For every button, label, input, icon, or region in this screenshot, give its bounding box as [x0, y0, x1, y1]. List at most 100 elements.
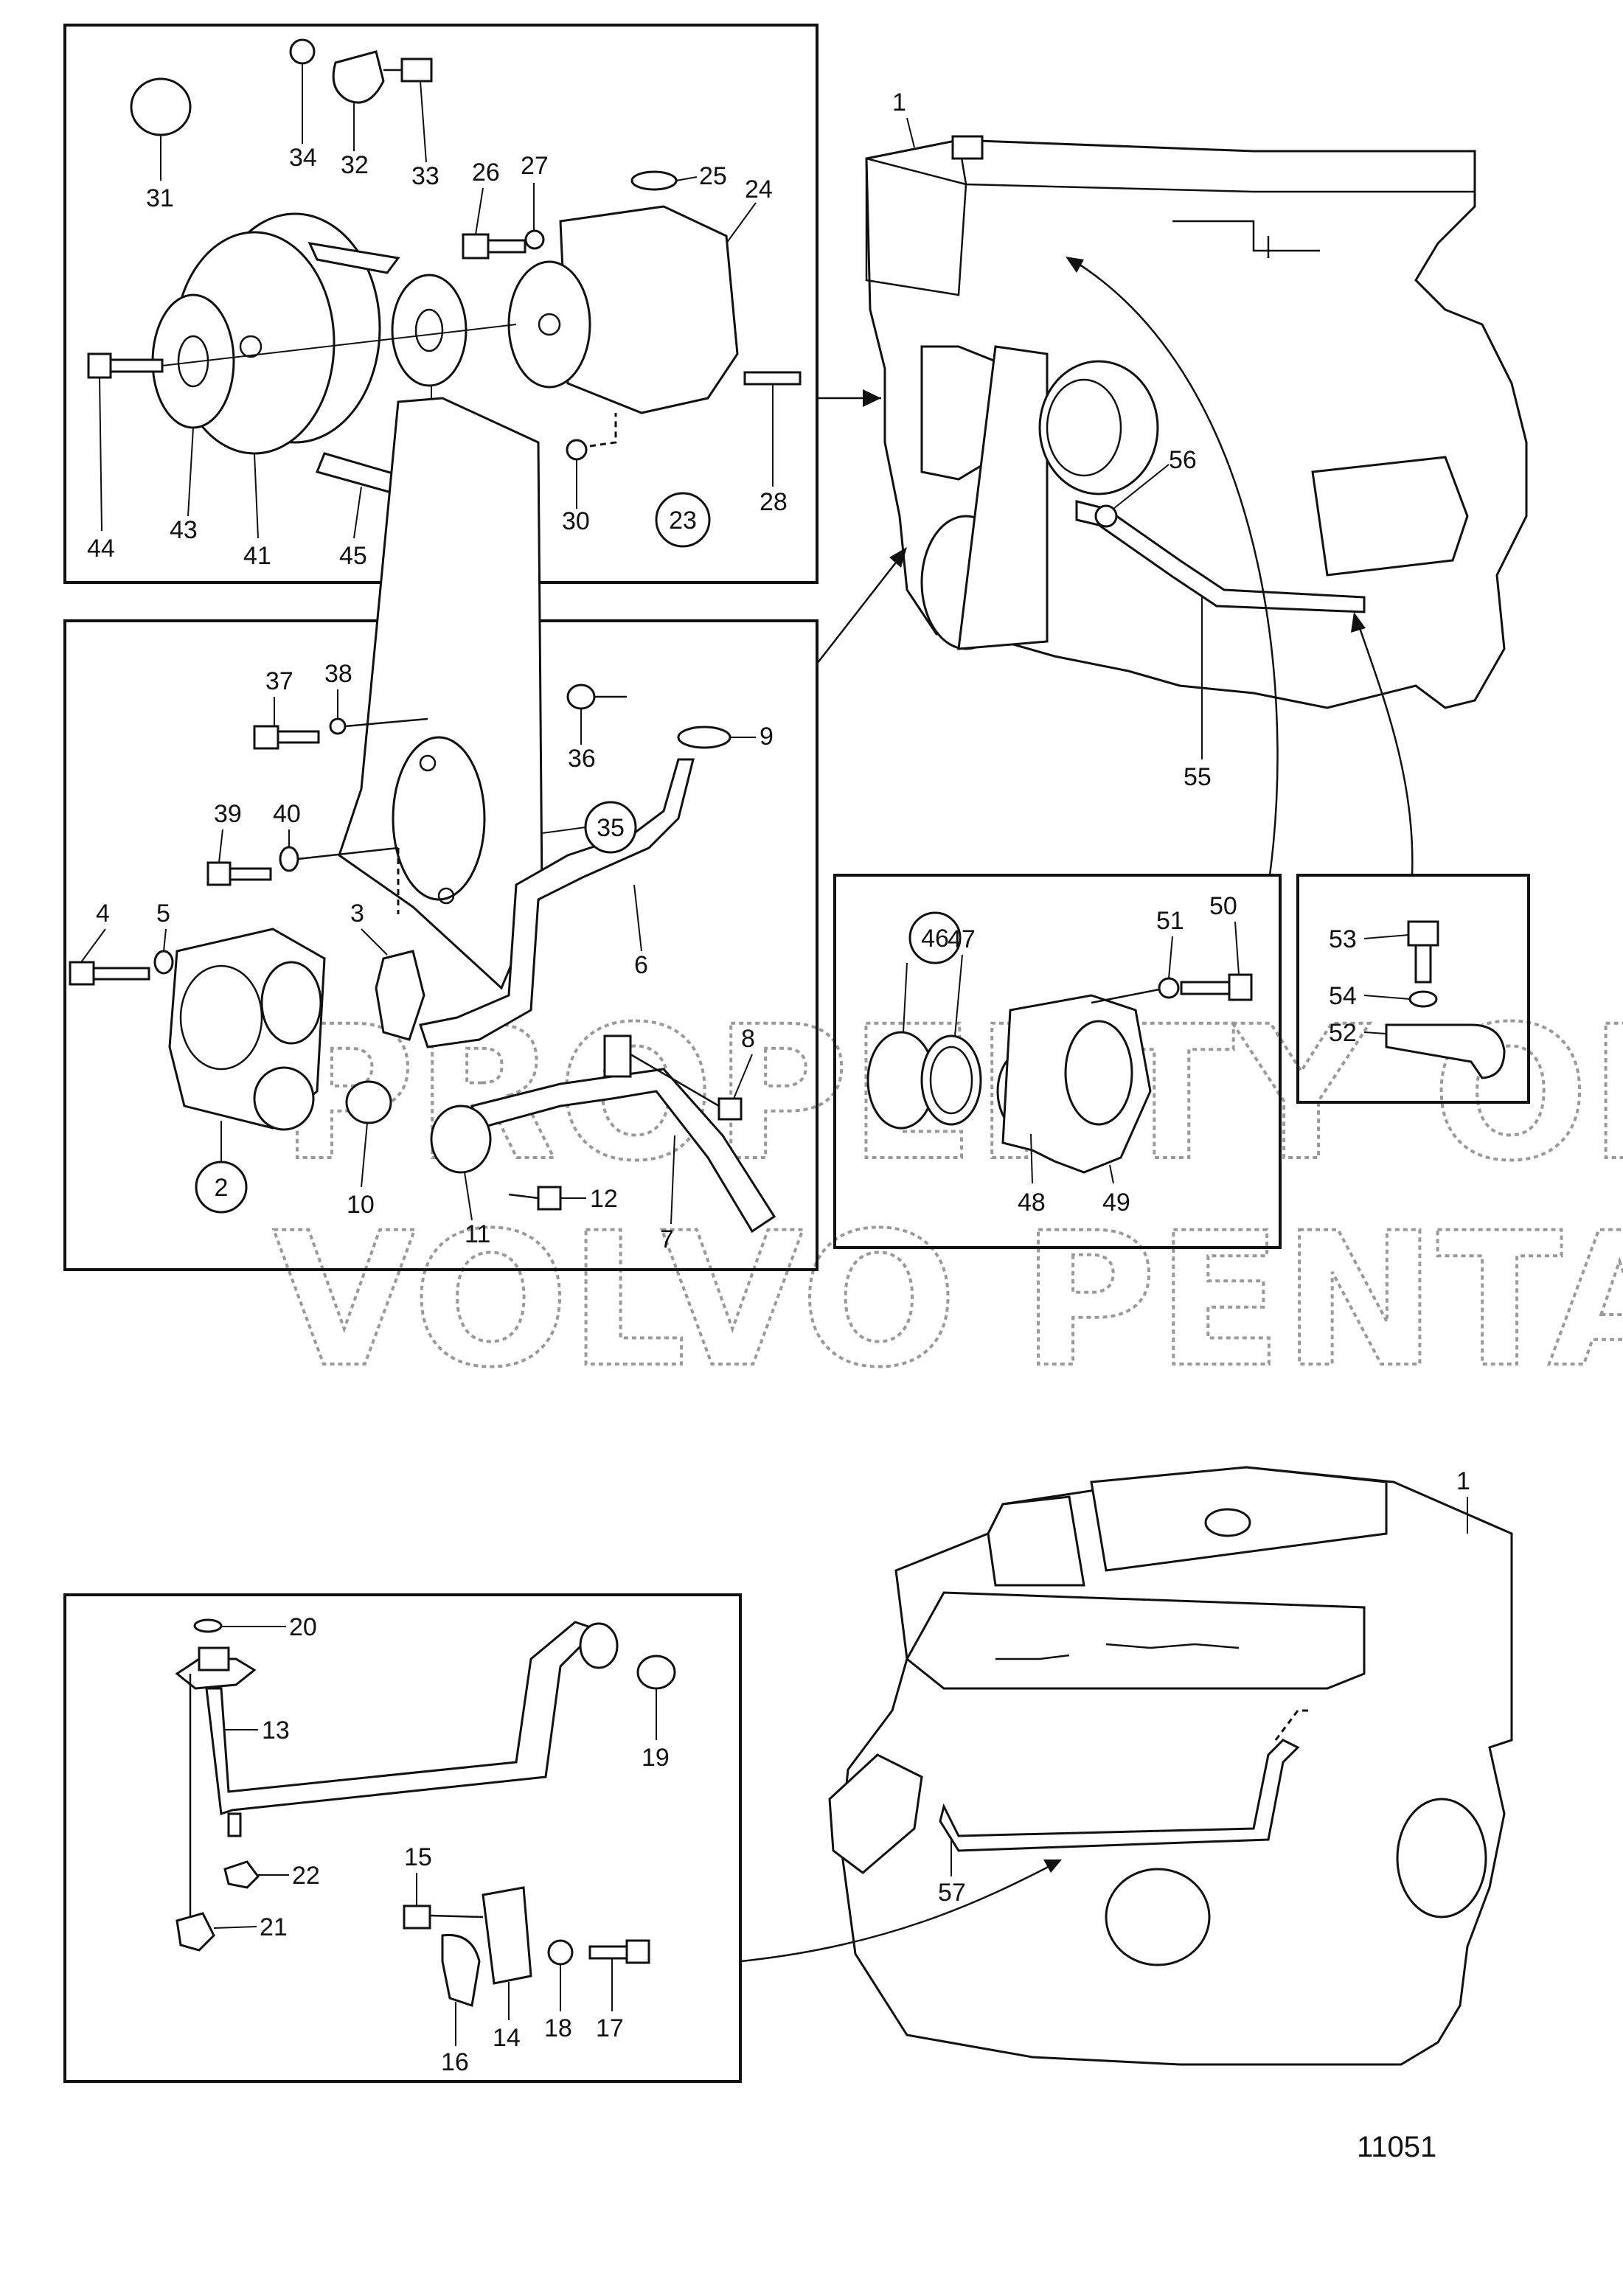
- bolt-12-head: [537, 1186, 562, 1211]
- engine-bottom-manifold: [906, 1591, 1366, 1690]
- figure-number: 11051: [1357, 2131, 1436, 2163]
- arrow-thermostat-to-engine: [1068, 257, 1279, 876]
- washer-38-shape: [329, 717, 347, 735]
- callout-7: 7: [660, 1225, 674, 1253]
- callout-49: 49: [1102, 1189, 1130, 1217]
- callout-9: 9: [760, 723, 774, 751]
- hub-plate-42-shape: [391, 274, 468, 387]
- seal-9-shape: [677, 726, 731, 749]
- engine-top-belt: [957, 345, 1049, 650]
- engine-top-alternator: [1038, 360, 1159, 495]
- bolt-50-shank: [1180, 981, 1231, 995]
- callout-45: 45: [339, 542, 367, 570]
- engine-bottom-illustration: 1 57: [828, 1466, 1513, 2066]
- callout-11: 11: [465, 1220, 490, 1248]
- callout-41: 41: [243, 542, 271, 570]
- arrow-clamp-to-engine: [1355, 619, 1414, 876]
- leader-dash-29-30: [589, 413, 617, 448]
- callout-52: 52: [1329, 1019, 1357, 1047]
- hose-56-clamp: [1094, 504, 1118, 528]
- callout-46-ring: [908, 911, 962, 964]
- bolt-26-shank: [487, 239, 526, 254]
- callout-23-ring: [655, 492, 711, 548]
- engine-top-illustration: 1 56 55: [865, 88, 1528, 791]
- panel-water-pump: 31 34 32 33 26 27 25 24 28 29 30 23 42 4…: [63, 24, 819, 584]
- stud-22-shape: [227, 1812, 242, 1837]
- washer-5-shape: [153, 950, 174, 975]
- engine-bottom-rocker-cover-left: [987, 1495, 1085, 1587]
- bolt-39-shank: [229, 867, 272, 881]
- callout-22: 22: [292, 1862, 320, 1890]
- engine-bottom-filter: [1105, 1868, 1211, 1966]
- flange-13-boss: [198, 1646, 230, 1671]
- callout-51: 51: [1156, 907, 1184, 935]
- callout-25: 25: [699, 162, 727, 190]
- callout-30: 30: [562, 507, 590, 535]
- connector-arrows: [740, 257, 1414, 1963]
- callout-34: 34: [289, 144, 317, 172]
- pulley-41-hole: [239, 335, 263, 358]
- washer-40-shape: [279, 846, 299, 872]
- callout-14: 14: [493, 2024, 521, 2052]
- bolt-39-head: [206, 861, 232, 886]
- callout-43: 43: [170, 516, 198, 544]
- flange-11-shape: [430, 1104, 492, 1174]
- pipe-6-shape: [419, 758, 695, 1048]
- panel-thermostat: 46 47 51 50 48 49: [833, 874, 1282, 1249]
- panel-clamp: 53 54 52: [1296, 874, 1530, 1104]
- callout-8: 8: [741, 1025, 755, 1053]
- callout-54: 54: [1329, 982, 1357, 1010]
- callout-10: 10: [347, 1191, 375, 1219]
- arrow-pipe-to-engine-bottom: [740, 1860, 1059, 1963]
- callout-21: 21: [260, 1913, 288, 1941]
- callout-16: 16: [441, 2048, 469, 2076]
- bracket-32-shape: [332, 50, 385, 104]
- callout-4: 4: [96, 900, 110, 928]
- washer-51-shape: [1158, 977, 1180, 999]
- nut-34-shape: [289, 38, 316, 65]
- bolt-33-head: [400, 58, 433, 83]
- pipe-13-shape: [205, 1621, 599, 1816]
- engine-top-end-cover: [865, 157, 967, 296]
- thermostat-cover-49-bore: [1064, 1020, 1133, 1126]
- water-pump-flange: [507, 260, 591, 389]
- callout-12: 12: [590, 1185, 618, 1213]
- watermark-line-2: VOLVO PENTA: [273, 1193, 1623, 1408]
- hose-57-shape: [939, 1739, 1300, 1852]
- callout-40: 40: [273, 800, 301, 828]
- belt-45-top: [307, 242, 400, 274]
- engine-bottom-oil-cap: [1204, 1508, 1251, 1537]
- bolt-53-shank: [1414, 944, 1432, 984]
- callout-engine-bottom-1: 1: [1456, 1467, 1470, 1495]
- bolt-37-shank: [277, 730, 320, 744]
- bracket-8-shape: [603, 1034, 632, 1078]
- panel-thermostat-frame: [833, 874, 1282, 1249]
- assembly-axis-line: [161, 324, 517, 366]
- callout-53: 53: [1329, 925, 1357, 953]
- callout-37: 37: [265, 667, 293, 695]
- bracket-plate-35: [338, 397, 543, 990]
- panel-coolant-pipes: 37 38 36 9 39 40 35 4 5 3 6 8 2 10 11 12…: [63, 397, 819, 1271]
- callout-36: 36: [568, 745, 596, 773]
- bolt-26-head: [462, 233, 490, 260]
- callout-3: 3: [350, 900, 364, 928]
- callout-20: 20: [289, 1613, 317, 1641]
- washer-30-shape: [566, 439, 588, 461]
- callout-19: 19: [642, 1744, 670, 1772]
- callout-2: 2: [215, 1174, 229, 1202]
- callout-57: 57: [938, 1879, 966, 1907]
- housing-2-outlet: [260, 961, 322, 1045]
- callout-35: 35: [597, 814, 625, 842]
- callout-27: 27: [521, 152, 549, 180]
- washer-10-shape: [345, 1080, 392, 1124]
- engine-bottom-dash: [1274, 1709, 1313, 1741]
- callout-44: 44: [87, 535, 115, 563]
- bolt-44-shank: [109, 358, 164, 373]
- bolt-50-head: [1228, 973, 1253, 1001]
- panel-return-pipe-frame: [63, 1593, 742, 2083]
- callout-23: 23: [669, 507, 697, 535]
- bolt-4-head: [69, 961, 95, 986]
- bolt-21-head: [175, 1912, 215, 1952]
- washer-27-shape: [524, 229, 545, 250]
